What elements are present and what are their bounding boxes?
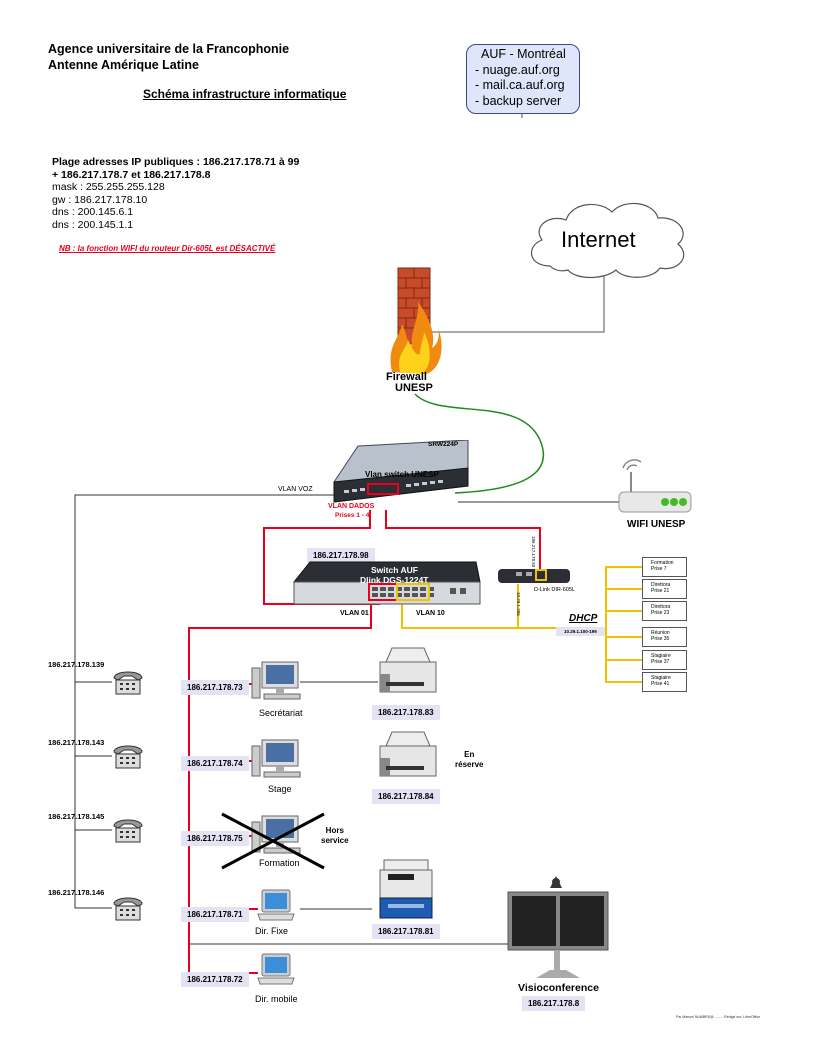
- phone-ip: 186.217.178.139: [48, 660, 105, 669]
- vlan-switch-device: [333, 440, 469, 503]
- switch-auf-ip: 186.217.178.98: [307, 548, 375, 563]
- computer-ip: 186.217.178.75: [181, 831, 249, 846]
- phone-ip: 186.217.178.145: [48, 812, 105, 821]
- switch-auf-model: Dlink DGS-1224T: [360, 575, 429, 585]
- computer-ip: 186.217.178.72: [181, 972, 249, 987]
- visioconference-icon: [507, 876, 609, 978]
- wifi-label: WIFI UNESP: [627, 519, 686, 530]
- dns2-line: dns : 200.145.1.1: [52, 218, 134, 231]
- prise-name: Formation: [651, 560, 674, 566]
- printer-ip: 186.217.178.84: [372, 789, 440, 804]
- auf-item: - mail.ca.auf.org: [475, 78, 565, 92]
- prise-number: Prise 21: [651, 588, 670, 594]
- dhcp-label: DHCP: [569, 613, 598, 624]
- out-of-service-cross-icon: [221, 812, 325, 870]
- prise-name: Réunion: [651, 630, 670, 636]
- wifi-note: NB : la fonction WIFI du routeur Dir-605…: [59, 244, 276, 253]
- prise-number: Prise 7: [651, 566, 667, 572]
- dhcp-range: 10.29.1.100-199: [556, 627, 605, 636]
- dns1-line: dns : 200.145.6.1: [52, 206, 134, 218]
- visio-ip: 186.217.178.8: [522, 996, 586, 1011]
- hors-service-line: Hors: [325, 826, 344, 835]
- desktop-computer-icon: [251, 661, 301, 700]
- firewall-icon: [390, 267, 442, 374]
- laptop-icon: [257, 953, 295, 985]
- org-subname: Antenne Amérique Latine: [48, 58, 199, 72]
- computer-ip: 186.217.178.73: [181, 680, 249, 695]
- prise-name: Direttora: [651, 582, 671, 588]
- prise-number: Prise 41: [651, 681, 670, 687]
- computer-ip: 186.217.178.74: [181, 756, 249, 771]
- wifi-router-icon: [618, 459, 692, 513]
- gateway-line: gw : 186.217.178.10: [52, 193, 148, 206]
- prise-name: Stagiaire: [651, 653, 671, 659]
- phone-icon: [113, 819, 143, 843]
- hors-service-note: Hors service: [321, 826, 349, 846]
- prise-number: Prise 35: [651, 636, 670, 642]
- network-info: Plage adresses IP publiques : 186.217.17…: [52, 156, 299, 231]
- auf-box-title: AUF - Montréal: [481, 47, 566, 61]
- computer-label: Formation: [259, 858, 300, 868]
- computer-ip: 186.217.178.71: [181, 907, 249, 922]
- internet-label: Internet: [561, 227, 636, 252]
- switch-auf-name: Switch AUF: [371, 565, 418, 575]
- phone-ip: 186.217.178.143: [48, 738, 105, 747]
- ip-range-line: Plage adresses IP publiques : 186.217.17…: [52, 156, 300, 168]
- printer-icon: [379, 647, 437, 693]
- auf-montreal-box: AUF - Montréal - nuage.auf.org - mail.ca…: [466, 44, 580, 114]
- computer-label: Dir. mobile: [255, 994, 298, 1004]
- reserve-line: réserve: [455, 760, 484, 769]
- prise-name: Stagiaire: [651, 675, 671, 681]
- color-printer-icon: [379, 859, 433, 919]
- printer-icon: [379, 731, 437, 777]
- org-name: Agence universitaire de la Francophonie: [48, 42, 290, 56]
- switch-auf-device: [292, 561, 481, 605]
- reserve-line: En: [464, 750, 475, 759]
- auf-item: - backup server: [475, 93, 562, 108]
- vlan01-label: VLAN 01: [340, 610, 369, 617]
- prise-name: Direttora: [651, 604, 671, 610]
- router-lan-ip: 10.29.1.255: [516, 592, 521, 616]
- printer-ip: 186.217.178.83: [372, 705, 440, 720]
- firewall-label: Firewall: [386, 371, 427, 383]
- dlink-router-icon: [498, 569, 570, 583]
- computer-label: Dir. Fixe: [255, 926, 289, 936]
- phone-ip: 186.217.178.146: [48, 888, 105, 897]
- router-label: D-Link DIR-605L: [534, 587, 575, 593]
- printer-ip: 186.217.178.81: [372, 924, 440, 939]
- phone-icon: [113, 745, 143, 769]
- prise-number: Prise 23: [651, 610, 670, 616]
- router-wan-ip: 186.217.178.93: [531, 536, 536, 568]
- credit-line: Par Manuel NUMBRE@ ..........Rédigé sur:…: [676, 1015, 761, 1019]
- phone-icon: [113, 897, 143, 921]
- computer-label: Stage: [268, 784, 292, 794]
- computer-label: Secrétariat: [259, 708, 303, 718]
- en-reserve-note: En réserve: [455, 750, 483, 770]
- page-title: Schéma infrastructure informatique: [143, 87, 347, 101]
- visio-label: Visioconference: [518, 982, 599, 994]
- hors-service-line: service: [321, 836, 349, 845]
- vlan-dados-label: VLAN DADOS: [328, 503, 375, 510]
- internet-cloud-icon: [531, 202, 685, 279]
- desktop-computer-icon: [251, 739, 301, 778]
- vlan-switch-model: SRW224P: [428, 441, 459, 448]
- vlan-voz-label: VLAN VOZ: [278, 486, 313, 493]
- laptop-icon: [257, 889, 295, 921]
- firewall-label-unesp: UNESP: [395, 382, 433, 394]
- ip-extra-line: + 186.217.178.7 et 186.217.178.8: [52, 168, 211, 181]
- prise-number: Prise 37: [651, 659, 670, 665]
- mask-line: mask : 255.255.255.128: [52, 181, 165, 193]
- auf-item: - nuage.auf.org: [475, 62, 560, 77]
- vlan10-label: VLAN 10: [416, 610, 445, 617]
- vlan-dados-ports: Prises 1 - 4: [335, 512, 370, 519]
- phone-icon: [113, 671, 143, 695]
- vlan-switch-name: Vlan switch UNESP: [365, 470, 439, 479]
